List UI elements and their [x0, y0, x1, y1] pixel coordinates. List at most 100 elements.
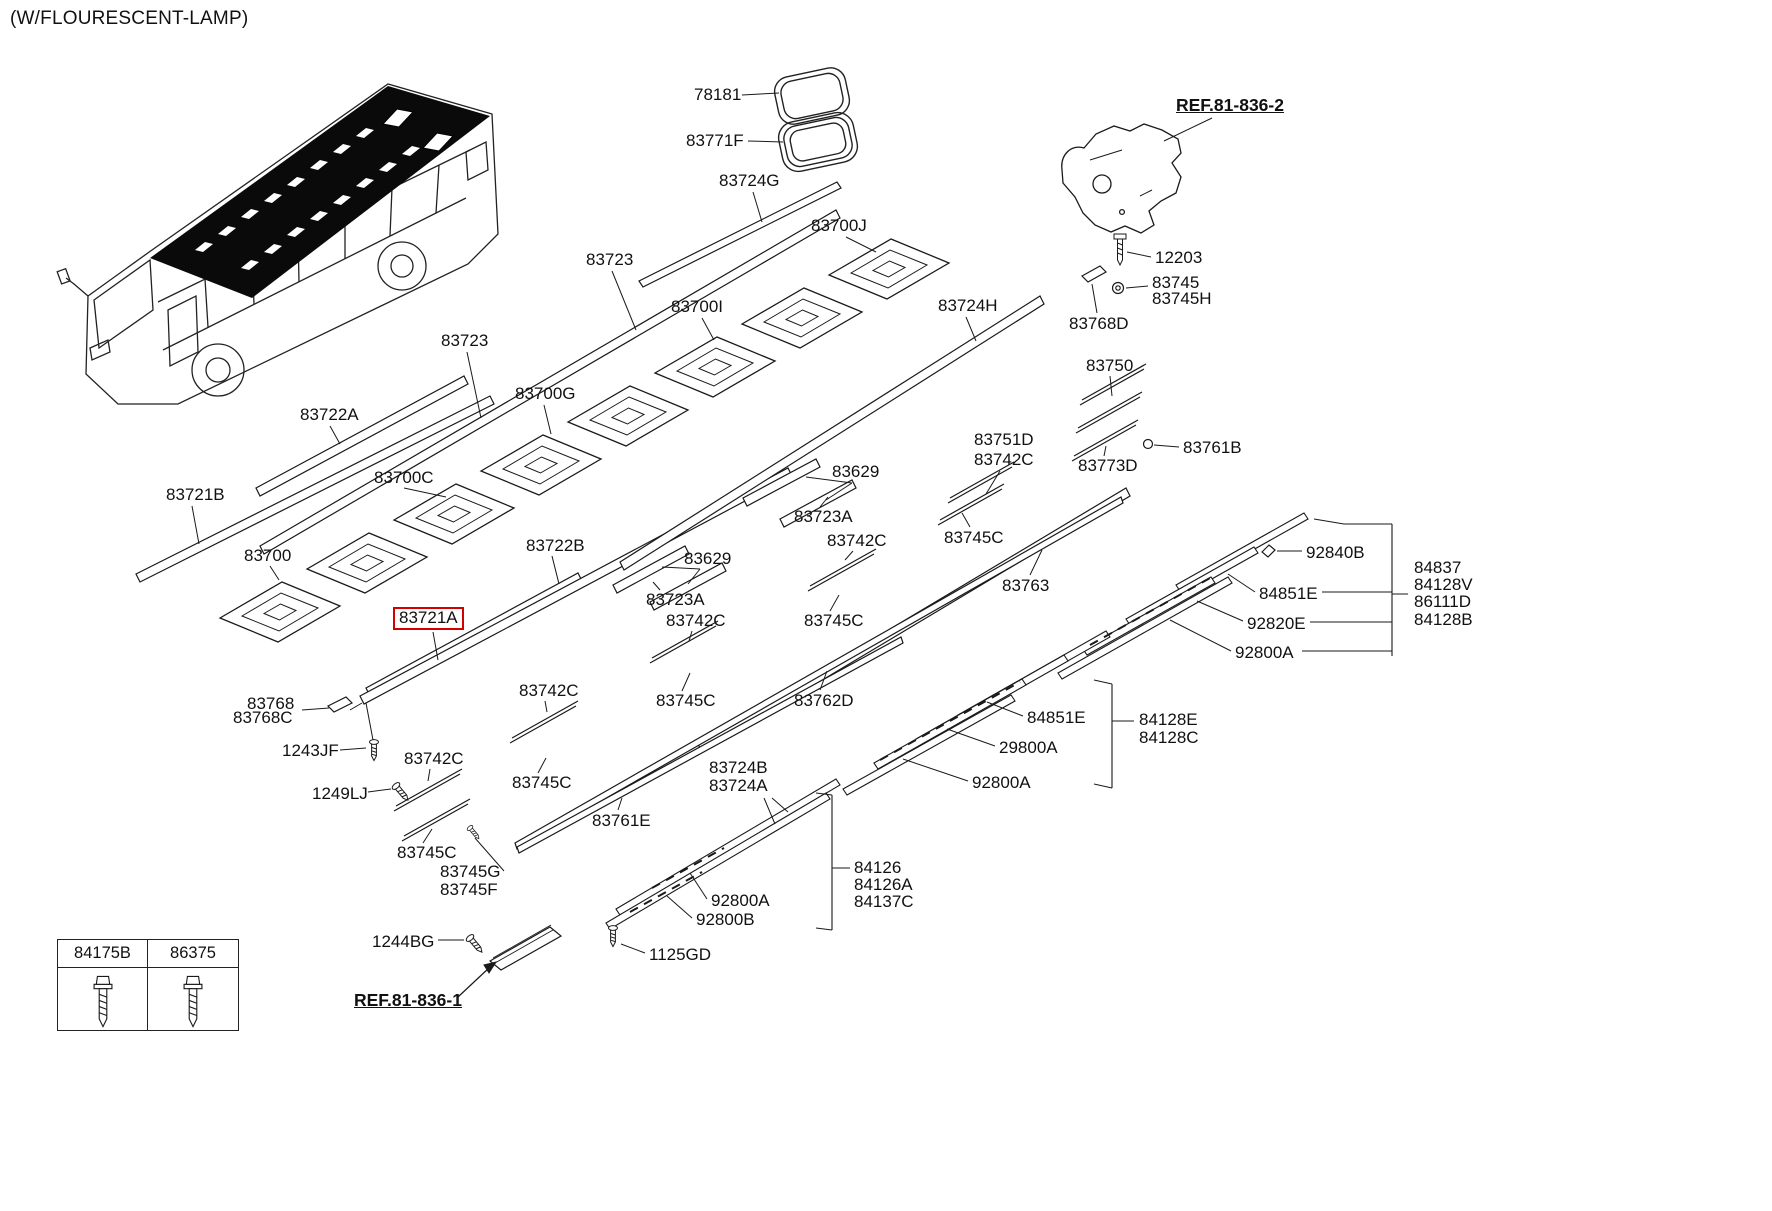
part-label[interactable]: 83768D [1069, 314, 1129, 333]
part-label[interactable]: 83763 [1002, 576, 1050, 595]
part-label[interactable]: 84128C [1139, 728, 1199, 747]
part-label[interactable]: 83745H [1152, 289, 1212, 308]
rail-83761E [516, 636, 904, 854]
screw-icon [58, 968, 148, 1030]
part-label[interactable]: 83745C [944, 528, 1004, 547]
part-label[interactable]: 83745F [440, 880, 498, 899]
part-label[interactable]: 84126 [854, 858, 902, 877]
part-label[interactable]: 83751D [974, 430, 1034, 449]
part-label[interactable]: 92800B [696, 910, 755, 929]
bus-headlight [89, 339, 111, 361]
part-label[interactable]: 84851E [1027, 708, 1086, 727]
part-label[interactable]: 83700G [515, 384, 576, 403]
legend-part-number[interactable]: 84175B [58, 940, 148, 968]
part-label[interactable]: 84128B [1414, 610, 1473, 629]
part-label[interactable]: 83723A [794, 507, 853, 526]
part-label[interactable]: 83768 [247, 694, 295, 713]
part-label[interactable]: 92800A [711, 891, 770, 910]
part-label[interactable]: 84837 [1414, 558, 1462, 577]
part-label[interactable]: 83722A [300, 405, 359, 424]
part-label[interactable]: 84126A [854, 875, 913, 894]
part-label[interactable]: 83724H [938, 296, 998, 315]
bus-mirror [65, 277, 89, 297]
trim-strips [393, 363, 1147, 842]
part-label[interactable]: 1243JF [282, 741, 339, 760]
clip-83768D [1081, 265, 1107, 283]
part-label[interactable]: 29800A [999, 738, 1058, 757]
part-label[interactable]: 83629 [832, 462, 880, 481]
bus-windshield [93, 258, 154, 350]
part-label[interactable]: 83724B [709, 758, 768, 777]
part-label[interactable]: 83745C [656, 691, 716, 710]
part-label[interactable]: 84851E [1259, 584, 1318, 603]
side-strip-groups [605, 512, 1309, 930]
part-label[interactable]: 84137C [854, 892, 914, 911]
ref-link-label[interactable]: REF.81-836-1 [354, 990, 462, 1010]
part-label[interactable]: 83768C [233, 708, 293, 727]
selected-part-label[interactable]: 83721A [393, 607, 464, 630]
rail-83724G [638, 181, 842, 288]
group-brackets [815, 518, 1408, 931]
part-label[interactable]: 12203 [1155, 248, 1203, 267]
part-label[interactable]: 83742C [666, 611, 726, 630]
legend-part-number[interactable]: 86375 [148, 940, 238, 968]
part-label[interactable]: 83722B [526, 536, 585, 555]
part-label[interactable]: 83721B [166, 485, 225, 504]
bus-roof-lamp-panel [150, 86, 490, 298]
part-label[interactable]: 83724A [709, 776, 768, 795]
part-label[interactable]: 84128E [1139, 710, 1198, 729]
part-label[interactable]: 84128V [1414, 575, 1473, 594]
part-label[interactable]: 83700J [811, 216, 867, 235]
rail-83724H [619, 295, 1045, 571]
part-label[interactable]: 83742C [827, 531, 887, 550]
rail-83723 [259, 209, 841, 555]
part-label[interactable]: 83723A [646, 590, 705, 609]
rail-83762D [514, 496, 1124, 850]
thin-frames [612, 458, 857, 611]
part-label[interactable]: 83771F [686, 131, 744, 150]
part-label[interactable]: 83742C [404, 749, 464, 768]
part-label[interactable]: 1244BG [372, 932, 435, 951]
leader-lines [191, 92, 1302, 954]
page-title: (W/FLOURESCENT-LAMP) [10, 8, 249, 29]
bus-door [167, 294, 199, 368]
part-label[interactable]: 83742C [519, 681, 579, 700]
bolt-12203 [1113, 233, 1127, 267]
part-label[interactable]: 92840B [1306, 543, 1365, 562]
ref-link-label[interactable]: REF.81-836-2 [1176, 95, 1284, 115]
rail-83721B [135, 395, 495, 583]
part-label[interactable]: 83724G [719, 171, 780, 190]
screw-icon [148, 968, 238, 1030]
part-label[interactable]: 1249LJ [312, 784, 368, 803]
part-label[interactable]: 83745C [512, 773, 572, 792]
part-label[interactable]: 92820E [1247, 614, 1306, 633]
part-label[interactable]: 83745C [804, 611, 864, 630]
part-label[interactable]: 83745G [440, 862, 501, 881]
part-label[interactable]: 83761B [1183, 438, 1242, 457]
part-label[interactable]: 83700I [671, 297, 723, 316]
part-label[interactable]: 83762D [794, 691, 854, 710]
part-label[interactable]: 83773D [1078, 456, 1138, 475]
part-label[interactable]: 1125GD [649, 945, 712, 964]
part-label[interactable]: 83761E [592, 811, 651, 830]
part-label[interactable]: 83723 [441, 331, 489, 350]
clip-83768C [326, 696, 354, 713]
part-label[interactable]: 83742C [974, 450, 1034, 469]
part-label[interactable]: 83750 [1086, 356, 1134, 375]
sunroof-glass-78181 [773, 67, 851, 125]
part-label[interactable]: 83629 [684, 549, 732, 568]
part-label[interactable]: 83745 [1152, 273, 1200, 292]
part-label[interactable]: 83700C [374, 468, 434, 487]
bus-front-wheel [191, 343, 245, 397]
part-label[interactable]: 92800A [1235, 643, 1294, 662]
roof-rails [135, 181, 1131, 854]
part-label[interactable]: 78181 [694, 85, 742, 104]
part-label[interactable]: 83745C [397, 843, 457, 862]
part-label[interactable]: 92800A [972, 773, 1031, 792]
ref-81-836-2-part [1061, 123, 1182, 234]
part-label[interactable]: 86111D [1414, 592, 1472, 611]
part-label[interactable]: 83700 [244, 546, 292, 565]
part-label[interactable]: 83723 [586, 250, 634, 269]
